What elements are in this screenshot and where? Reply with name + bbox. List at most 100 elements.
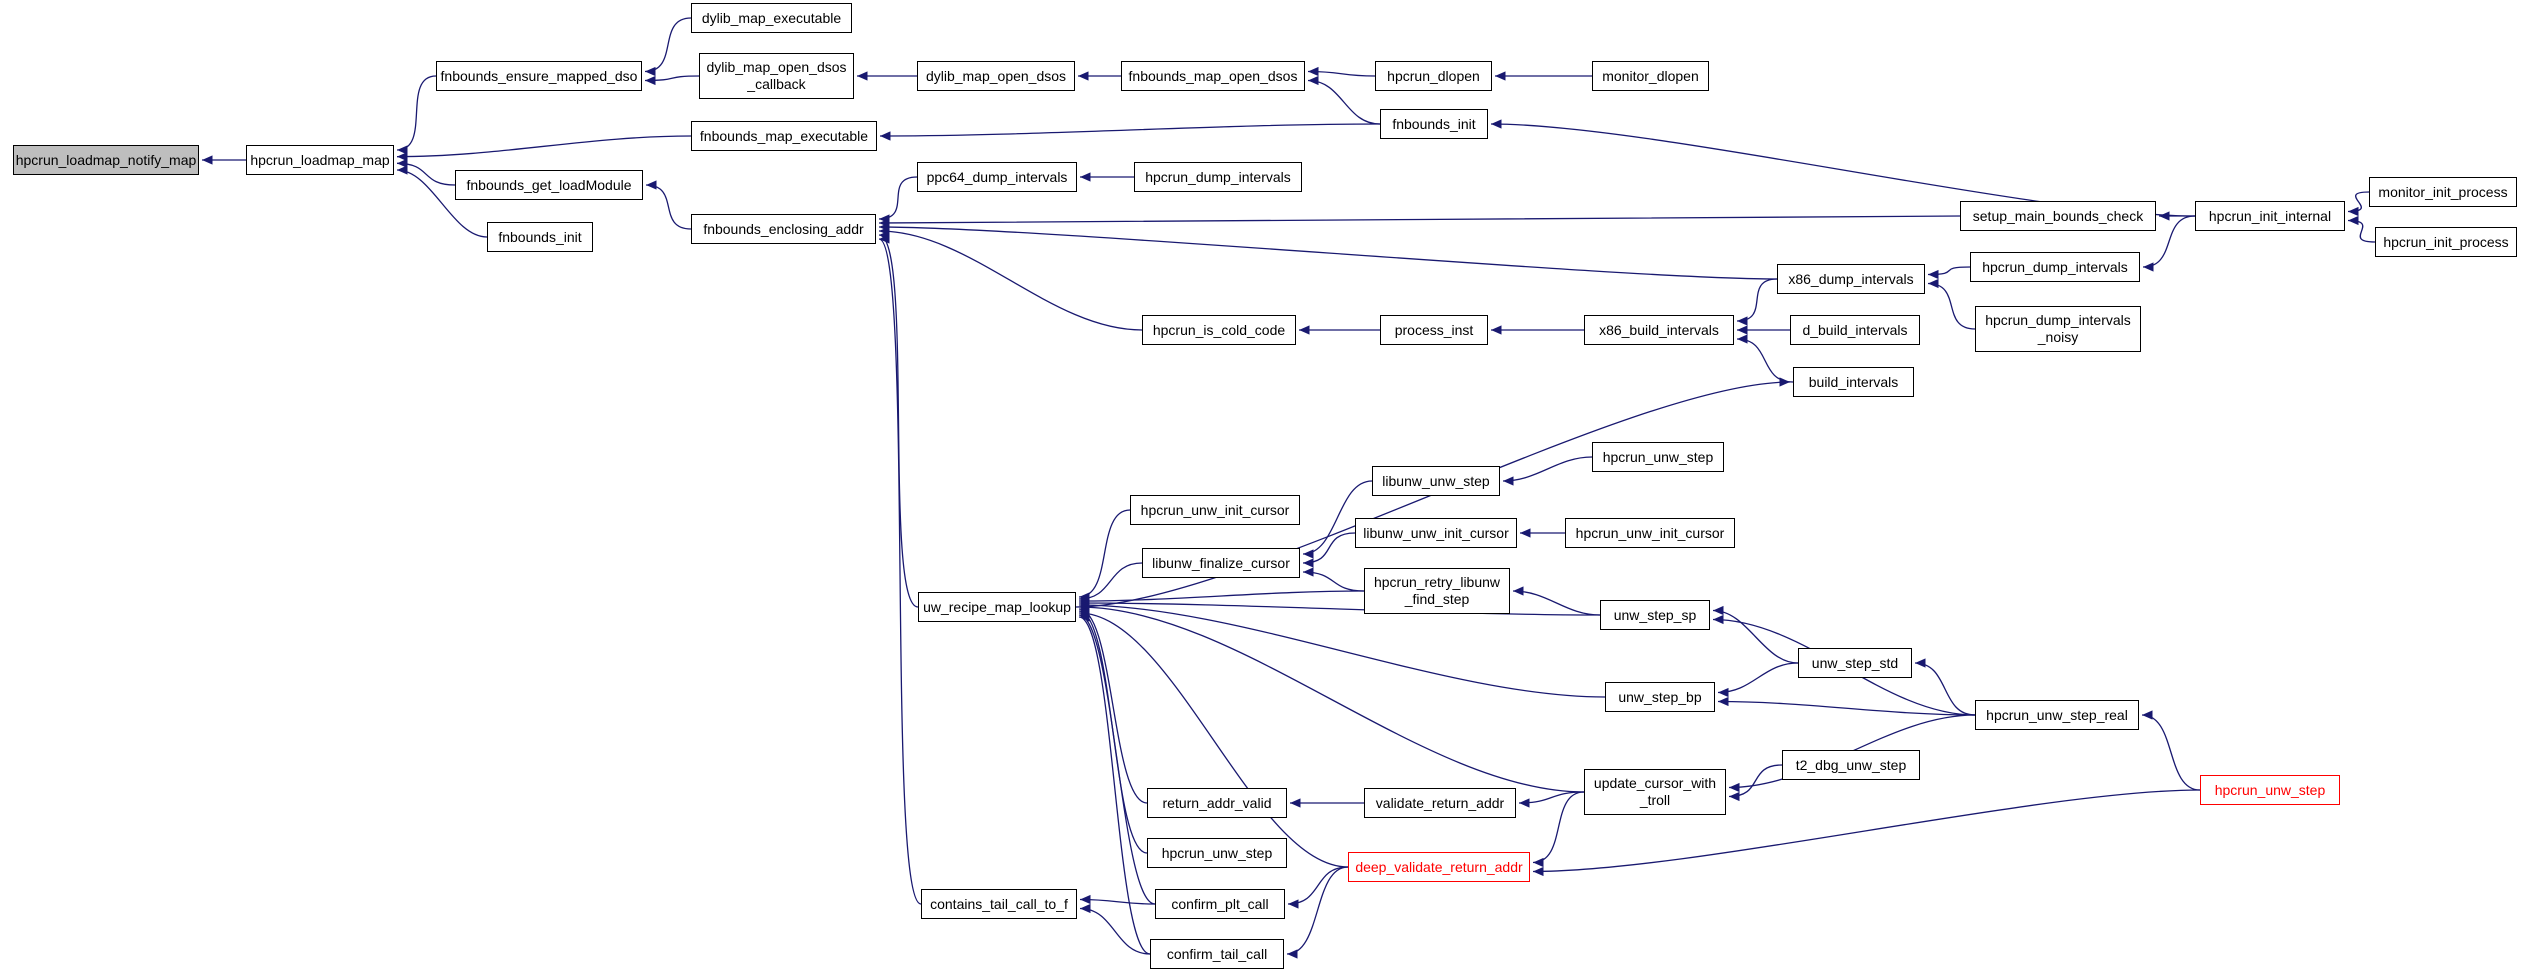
edge-hpcrun_dump_intervals_noisy-to-x86_dump_intervals [1927,278,1976,330]
node-update_cursor_with_troll[interactable]: update_cursor_with _troll [1584,769,1726,815]
node-unw_step_sp[interactable]: unw_step_sp [1600,600,1710,630]
edge-fnbounds_init_left-to-hpcrun_loadmap_map [396,165,488,238]
edge-hpcrun_retry_libunw_find_step-to-uw_recipe_map_lookup [1078,590,1365,606]
edge-hpcrun_is_cold_code-to-fnbounds_enclosing_addr [878,226,1143,331]
edge-hpcrun_unw_step_red-to-deep_validate_return_addr [1532,789,2201,877]
edge-confirm_tail_call-to-uw_recipe_map_lookup [1078,612,1151,955]
node-ppc64_dump_intervals[interactable]: ppc64_dump_intervals [917,162,1077,192]
edge-uw_recipe_map_lookup-to-fnbounds_enclosing_addr [878,230,919,608]
edge-unw_step_sp-to-hpcrun_retry_libunw_find_step [1512,586,1601,616]
edge-x86_dump_intervals-to-fnbounds_enclosing_addr [878,222,1778,280]
node-hpcrun_dlopen[interactable]: hpcrun_dlopen [1375,61,1492,91]
edge-confirm_plt_call-to-uw_recipe_map_lookup [1078,610,1156,905]
edge-monitor_init_process-to-hpcrun_init_internal [2347,191,2370,217]
node-build_intervals[interactable]: build_intervals [1793,367,1914,397]
edge-unw_step_std-to-unw_step_sp [1712,605,1799,664]
node-contains_tail_call_to_f[interactable]: contains_tail_call_to_f [921,889,1077,919]
node-setup_main_bounds_check[interactable]: setup_main_bounds_check [1960,201,2156,231]
node-hpcrun_init_process[interactable]: hpcrun_init_process [2375,227,2517,257]
node-dylib_map_open_dsos[interactable]: dylib_map_open_dsos [917,61,1075,91]
edge-fnbounds_ensure_mapped_dso-to-hpcrun_loadmap_map [396,75,437,155]
edge-x86_dump_intervals-to-x86_build_intervals [1736,278,1778,326]
node-hpcrun_dump_intervals_ppc[interactable]: hpcrun_dump_intervals [1134,162,1302,192]
edge-confirm_tail_call-to-contains_tail_call_to_f [1079,903,1151,955]
edge-hpcrun_unw_init_cursor_a-to-uw_recipe_map_lookup [1078,509,1131,602]
edge-deep_validate_return_addr-to-confirm_tail_call [1286,866,1349,959]
edge-update_cursor_with_troll-to-uw_recipe_map_lookup [1078,602,1585,793]
node-hpcrun_unw_step_b[interactable]: hpcrun_unw_step [1147,838,1287,868]
node-monitor_init_process[interactable]: monitor_init_process [2369,177,2517,207]
node-dylib_map_executable[interactable]: dylib_map_executable [691,3,852,33]
edge-confirm_plt_call-to-contains_tail_call_to_f [1079,894,1156,905]
node-fnbounds_enclosing_addr[interactable]: fnbounds_enclosing_addr [691,214,876,244]
edge-setup_main_bounds_check-to-fnbounds_enclosing_addr [878,215,1961,228]
node-unw_step_bp[interactable]: unw_step_bp [1605,682,1715,712]
edge-hpcrun_unw_step_a-to-libunw_unw_step [1502,456,1593,486]
node-t2_dbg_unw_step[interactable]: t2_dbg_unw_step [1782,750,1920,780]
node-hpcrun_unw_init_cursor_b[interactable]: hpcrun_unw_init_cursor [1565,518,1735,548]
edge-deep_validate_return_addr-to-uw_recipe_map_lookup [1078,608,1349,868]
node-uw_recipe_map_lookup[interactable]: uw_recipe_map_lookup [918,592,1076,622]
edge-hpcrun_init_process-to-hpcrun_init_internal [2347,215,2376,243]
edge-fnbounds_get_loadModule-to-hpcrun_loadmap_map [396,158,456,186]
node-hpcrun_loadmap_notify_map: hpcrun_loadmap_notify_map [13,145,199,175]
edge-libunw_unw_init_cursor-to-libunw_finalize_cursor [1302,532,1356,568]
node-libunw_unw_step[interactable]: libunw_unw_step [1372,466,1500,496]
node-unw_step_std[interactable]: unw_step_std [1798,648,1912,678]
node-return_addr_valid[interactable]: return_addr_valid [1147,788,1287,818]
edge-hpcrun_dump_intervals_x86-to-x86_dump_intervals [1927,266,1971,280]
edges-group [202,17,2376,959]
node-hpcrun_unw_step_a[interactable]: hpcrun_unw_step [1592,442,1724,472]
node-x86_dump_intervals[interactable]: x86_dump_intervals [1777,264,1925,294]
edge-hpcrun_unw_step_real-to-unw_step_std [1914,658,1976,716]
node-d_build_intervals[interactable]: d_build_intervals [1790,315,1920,345]
edge-fnbounds_init_top-to-fnbounds_map_open_dsos [1307,75,1381,125]
node-hpcrun_unw_step_red[interactable]: hpcrun_unw_step [2200,775,2340,805]
node-fnbounds_init_left[interactable]: fnbounds_init [487,222,593,252]
node-x86_build_intervals[interactable]: x86_build_intervals [1584,315,1734,345]
edge-update_cursor_with_troll-to-deep_validate_return_addr [1532,791,1585,868]
edge-ppc64_dump_intervals-to-fnbounds_enclosing_addr [878,176,918,224]
edge-update_cursor_with_troll-to-validate_return_addr [1518,791,1585,808]
node-validate_return_addr[interactable]: validate_return_addr [1364,788,1516,818]
edge-contains_tail_call_to_f-to-fnbounds_enclosing_addr [878,234,922,905]
edge-unw_step_bp-to-uw_recipe_map_lookup [1078,600,1606,698]
node-deep_validate_return_addr[interactable]: deep_validate_return_addr [1348,852,1530,882]
node-hpcrun_loadmap_map[interactable]: hpcrun_loadmap_map [246,145,394,175]
edge-deep_validate_return_addr-to-confirm_plt_call [1287,866,1349,909]
node-hpcrun_retry_libunw_find_step[interactable]: hpcrun_retry_libunw _find_step [1364,568,1510,614]
edge-unw_step_sp-to-uw_recipe_map_lookup [1078,598,1601,616]
node-fnbounds_ensure_mapped_dso[interactable]: fnbounds_ensure_mapped_dso [436,61,642,91]
node-hpcrun_dump_intervals_noisy[interactable]: hpcrun_dump_intervals _noisy [1975,306,2141,352]
node-hpcrun_dump_intervals_x86[interactable]: hpcrun_dump_intervals [1970,252,2140,282]
node-hpcrun_init_internal[interactable]: hpcrun_init_internal [2195,201,2345,231]
edge-dylib_map_executable-to-fnbounds_ensure_mapped_dso [644,17,692,77]
node-fnbounds_map_executable[interactable]: fnbounds_map_executable [691,121,877,151]
node-monitor_dlopen[interactable]: monitor_dlopen [1592,61,1709,91]
node-fnbounds_init_top[interactable]: fnbounds_init [1380,109,1488,139]
node-hpcrun_is_cold_code[interactable]: hpcrun_is_cold_code [1142,315,1296,345]
edge-hpcrun_unw_step_red-to-hpcrun_unw_step_real [2141,710,2201,791]
edge-fnbounds_map_executable-to-hpcrun_loadmap_map [396,135,692,162]
edge-hpcrun_init_internal-to-hpcrun_dump_intervals_x86 [2142,215,2196,272]
node-hpcrun_unw_init_cursor_a[interactable]: hpcrun_unw_init_cursor [1130,495,1300,525]
edge-return_addr_valid-to-uw_recipe_map_lookup [1078,604,1148,804]
node-confirm_plt_call[interactable]: confirm_plt_call [1155,889,1285,919]
node-libunw_finalize_cursor[interactable]: libunw_finalize_cursor [1142,548,1300,578]
edge-t2_dbg_unw_step-to-update_cursor_with_troll [1728,764,1783,802]
edge-fnbounds_enclosing_addr-to-fnbounds_get_loadModule [645,180,692,230]
edge-libunw_unw_step-to-libunw_finalize_cursor [1302,480,1373,559]
node-confirm_tail_call[interactable]: confirm_tail_call [1150,939,1284,969]
node-libunw_unw_init_cursor[interactable]: libunw_unw_init_cursor [1355,518,1517,548]
node-process_inst[interactable]: process_inst [1380,315,1488,345]
node-dylib_map_open_dsos_callback[interactable]: dylib_map_open_dsos _callback [699,53,854,99]
node-fnbounds_get_loadModule[interactable]: fnbounds_get_loadModule [455,170,643,200]
node-fnbounds_map_open_dsos[interactable]: fnbounds_map_open_dsos [1121,61,1305,91]
edge-fnbounds_init_top-to-fnbounds_map_executable [879,123,1381,141]
node-hpcrun_unw_step_real[interactable]: hpcrun_unw_step_real [1975,700,2139,730]
edge-unw_step_std-to-unw_step_bp [1717,662,1799,698]
edge-dylib_map_open_dsos_callback-to-fnbounds_ensure_mapped_dso [644,75,700,86]
